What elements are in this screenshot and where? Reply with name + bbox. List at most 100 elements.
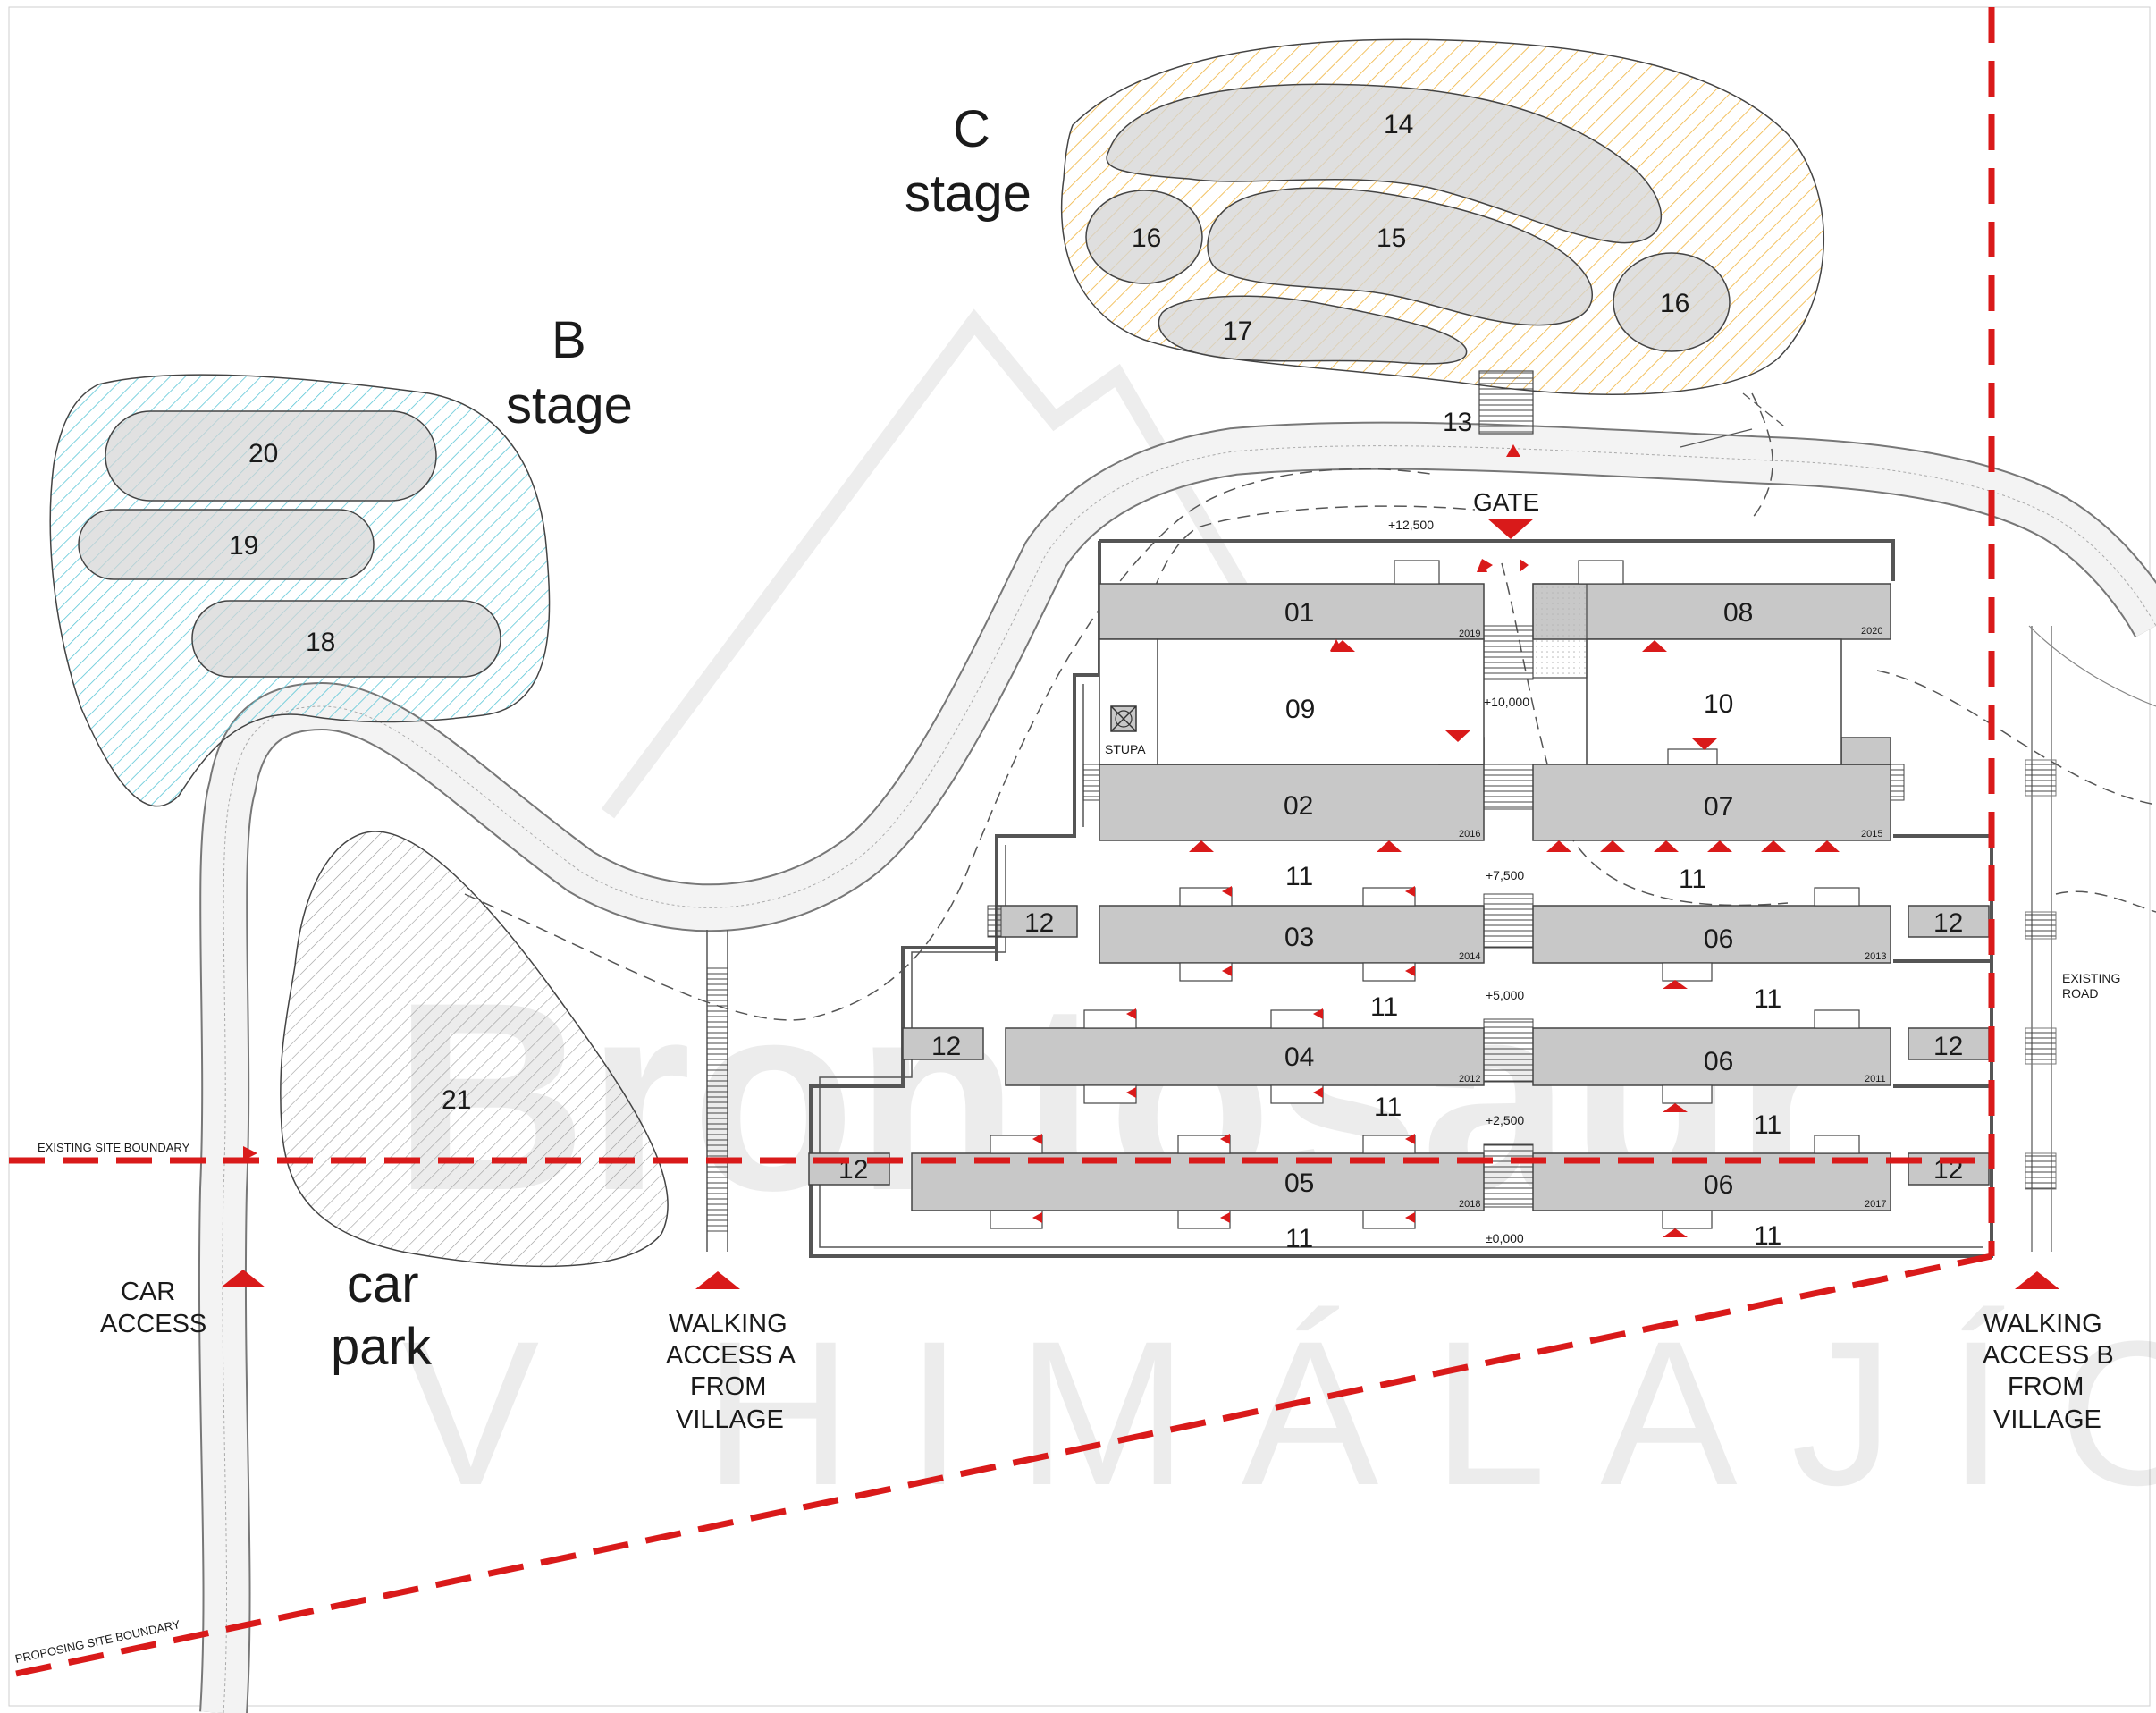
courtyard-11-g: 11: [1285, 1224, 1313, 1253]
building-08: [1532, 583, 1891, 640]
car-park-line1: car: [347, 1255, 419, 1313]
building-02-label: 02: [1284, 791, 1313, 821]
courtyard-11-b: 11: [1679, 865, 1706, 894]
walk-a-line3: FROM: [690, 1372, 766, 1401]
end-12-a: 12: [1024, 908, 1054, 938]
building-04-label: 04: [1284, 1042, 1314, 1072]
zone-20-label: 20: [248, 439, 278, 468]
zone-16b-label: 16: [1660, 289, 1689, 318]
stage-b: 20 19 18 B stage: [49, 311, 633, 807]
year-04: 2012: [1459, 1074, 1480, 1084]
building-05-label: 05: [1284, 1169, 1314, 1198]
level-5000: +5,000: [1486, 988, 1524, 1002]
zone-18-label: 18: [306, 628, 335, 657]
existing-boundary-label: EXISTING SITE BOUNDARY: [38, 1141, 190, 1154]
year-01: 2019: [1459, 629, 1480, 639]
building-06a: [1532, 905, 1891, 964]
courtyard-11-e: 11: [1374, 1093, 1402, 1122]
zone-16a-label: 16: [1132, 224, 1161, 253]
walk-b-line1: WALKING: [1983, 1310, 2102, 1338]
building-04: [1005, 1027, 1485, 1086]
year-03: 2014: [1459, 951, 1480, 962]
courtyard-09: [1157, 638, 1485, 765]
zone-21-label: 21: [442, 1085, 471, 1115]
building-10-label: 10: [1704, 689, 1733, 719]
stage-b-word: stage: [506, 376, 633, 435]
zone-14-label: 14: [1384, 110, 1413, 139]
existing-road-label-1: EXISTING: [2062, 971, 2120, 985]
building-03-label: 03: [1284, 923, 1314, 952]
entrance-markers: [1032, 444, 1840, 1237]
courtyard-11-a: 11: [1285, 862, 1313, 891]
walk-a-line2: ACCESS A: [666, 1341, 796, 1370]
year-02: 2016: [1459, 829, 1480, 840]
building-01-label: 01: [1284, 598, 1314, 628]
zone-16b: [1613, 252, 1731, 352]
zone-18: [191, 600, 501, 678]
courtyard-10: [1586, 638, 1842, 765]
courtyard-11-f: 11: [1754, 1110, 1781, 1140]
building-06b-label: 06: [1704, 1047, 1733, 1076]
building-07: [1532, 764, 1891, 841]
walk-b-line4: VILLAGE: [1993, 1405, 2101, 1434]
stairs-13-label: 13: [1443, 408, 1472, 437]
watermark-subtitle: V HIMÁLAJÍCH: [402, 1298, 2156, 1528]
car-access-line2: ACCESS: [100, 1310, 206, 1338]
year-08: 2020: [1861, 626, 1882, 637]
gate-marker: [1487, 519, 1534, 539]
building-06c-label: 06: [1704, 1170, 1733, 1200]
zone-17-label: 17: [1223, 316, 1252, 346]
courtyard-11-h: 11: [1754, 1221, 1781, 1251]
year-06c: 2017: [1865, 1199, 1886, 1210]
existing-site-boundary: EXISTING SITE BOUNDARY: [9, 7, 1995, 1256]
building-06a-label: 06: [1704, 924, 1733, 954]
stage-c-letter: C: [953, 100, 990, 158]
building-03: [1099, 905, 1485, 964]
year-06a: 2013: [1865, 951, 1886, 962]
gate-label: GATE: [1473, 488, 1539, 516]
car-park-line2: park: [331, 1318, 433, 1376]
stupa-label: STUPA: [1105, 742, 1146, 756]
building-09-label: 09: [1285, 695, 1315, 724]
year-05: 2018: [1459, 1199, 1480, 1210]
zone-19: [78, 509, 375, 580]
building-01: [1099, 583, 1485, 640]
zone-20: [105, 410, 437, 502]
building-07-label: 07: [1704, 792, 1733, 822]
zone-15: [1207, 187, 1594, 326]
monastery-complex: STUPA 01 08 09 10 02 07 03 06 04 06 05 0…: [808, 444, 1993, 1258]
existing-road-label-2: ROAD: [2062, 986, 2098, 1000]
building-08-label: 08: [1723, 598, 1753, 628]
walk-b-line3: FROM: [2008, 1372, 2084, 1401]
zone-16a: [1085, 190, 1203, 284]
stage-b-letter: B: [552, 311, 586, 369]
walk-a-line4: VILLAGE: [676, 1405, 784, 1434]
zone-15-label: 15: [1377, 224, 1406, 253]
end-12-e: 12: [1933, 1032, 1963, 1061]
level-10000: +10,000: [1484, 695, 1529, 709]
courtyard-11-c: 11: [1370, 992, 1398, 1022]
car-park-area: 21 car park: [280, 831, 669, 1376]
stairs-13: [1478, 370, 1534, 435]
stage-c: 14 16 15 16 17 C stage 13: [905, 38, 1825, 448]
level-7500: +7,500: [1486, 868, 1524, 882]
level-12500: +12,500: [1388, 518, 1434, 532]
walk-a-line1: WALKING: [669, 1310, 787, 1338]
walk-b-line2: ACCESS B: [1983, 1341, 2114, 1370]
building-06b: [1532, 1027, 1891, 1086]
level-0: ±0,000: [1486, 1231, 1524, 1245]
end-12-d: 12: [1933, 908, 1963, 938]
level-2500: +2,500: [1486, 1113, 1524, 1127]
zone-17: [1158, 295, 1468, 365]
walking-path-a: [706, 930, 728, 1252]
year-06b: 2011: [1865, 1074, 1886, 1084]
zone-14: [1106, 83, 1662, 244]
car-access-line1: CAR: [121, 1278, 175, 1306]
stage-c-word: stage: [905, 165, 1032, 223]
zone-19-label: 19: [229, 531, 258, 561]
courtyard-11-d: 11: [1754, 984, 1781, 1014]
existing-road: [198, 421, 2156, 1713]
end-12-b: 12: [931, 1032, 961, 1061]
year-07: 2015: [1861, 829, 1882, 840]
